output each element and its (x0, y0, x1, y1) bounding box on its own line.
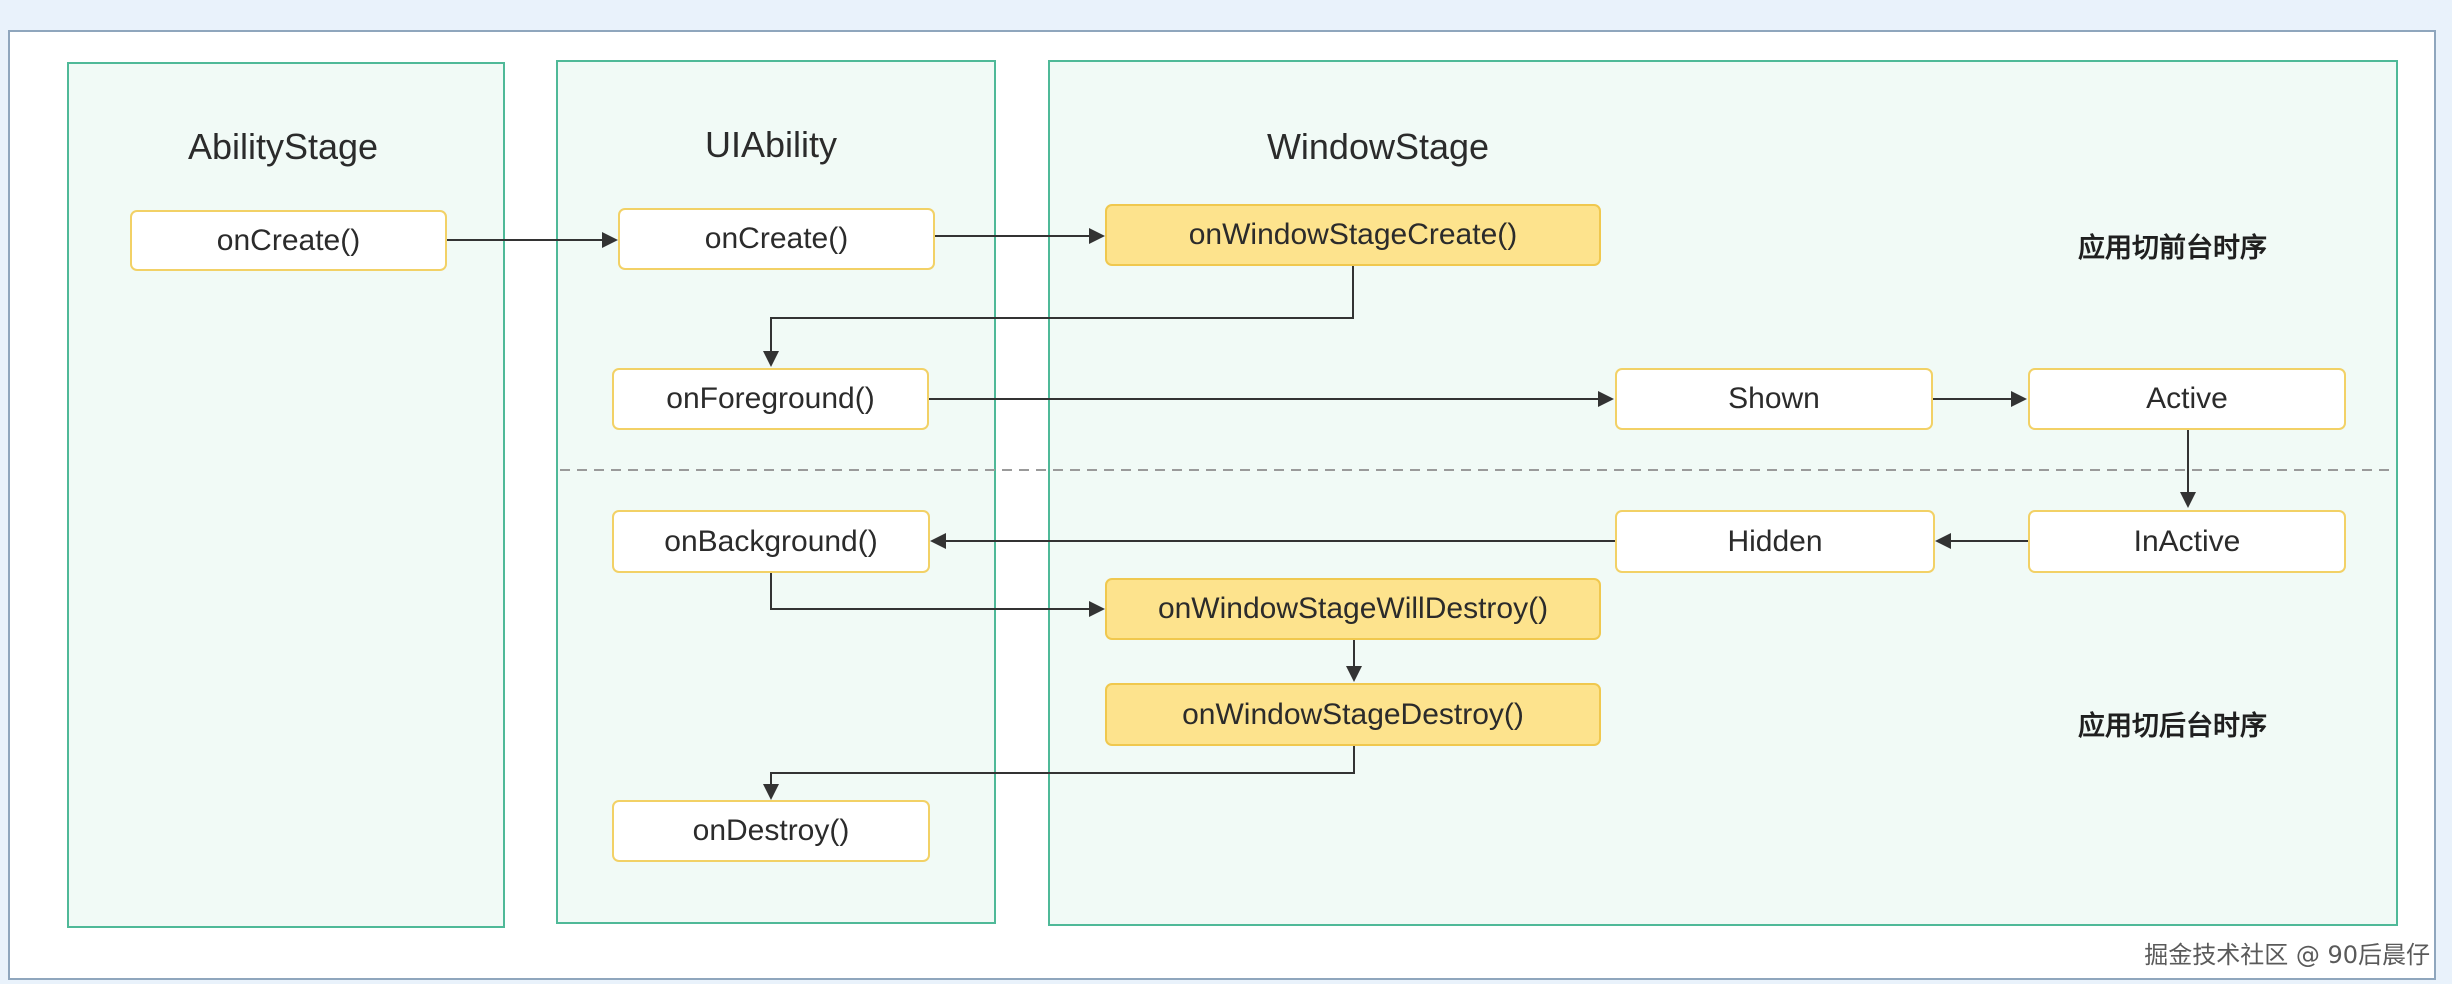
node-on-destroy: onDestroy() (612, 800, 930, 862)
node-on-background: onBackground() (612, 510, 930, 573)
node-active: Active (2028, 368, 2346, 430)
arrow-on-background-to-ws-will-destroy (770, 573, 1105, 617)
watermark: 掘金技术社区 @ 90后晨仔 (2144, 941, 2430, 969)
lane-title-uiability: UIAbility (704, 124, 838, 165)
label-foreground-sequence: 应用切前台时序 (2078, 233, 2267, 264)
lane-uiability (556, 60, 996, 924)
arrow-ws-create-to-on-foreground (763, 266, 1354, 367)
lane-title-ability-stage: AbilityStage (187, 126, 379, 167)
node-inactive: InActive (2028, 510, 2346, 573)
node-on-window-stage-will-destroy: onWindowStageWillDestroy() (1105, 578, 1601, 640)
node-ability-stage-oncreate: onCreate() (130, 210, 447, 271)
node-uiability-oncreate: onCreate() (618, 208, 935, 270)
label-background-sequence: 应用切后台时序 (2078, 711, 2267, 742)
arrow-ws-destroy-to-on-destroy (763, 746, 1355, 800)
node-on-window-stage-create: onWindowStageCreate() (1105, 204, 1601, 266)
node-on-window-stage-destroy: onWindowStageDestroy() (1105, 683, 1601, 746)
node-on-foreground: onForeground() (612, 368, 929, 430)
lane-ability-stage (67, 62, 505, 928)
lane-title-window-stage: WindowStage (1266, 126, 1490, 167)
node-hidden: Hidden (1615, 510, 1935, 573)
node-shown: Shown (1615, 368, 1933, 430)
